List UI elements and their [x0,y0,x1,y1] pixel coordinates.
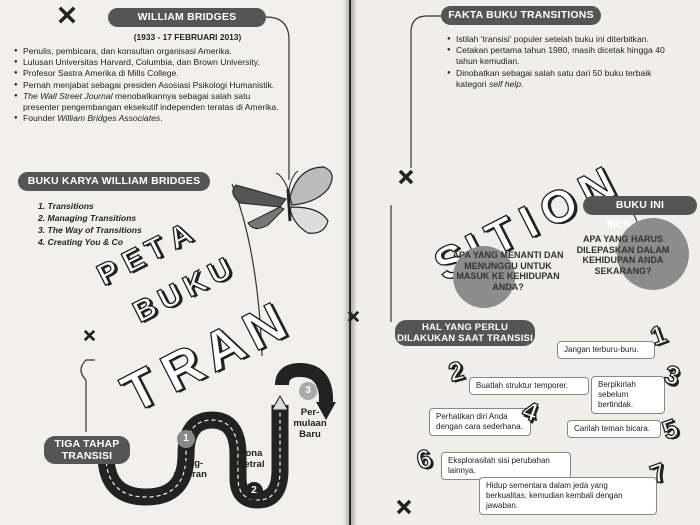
fact-item: Dinobatkan sebagai salah satu dari 50 bu… [447,68,669,90]
todo-item-3: Berpikirlah sebelum bertindak. [591,376,665,414]
right-page: FAKTA BUKU TRANSITIONS Istilah 'transisi… [351,0,700,525]
todo-item-4: Perhatikan diri Anda dengan cara sederha… [429,408,531,436]
books-list: 1. Transitions 2. Managing Transitions 3… [38,200,218,248]
fact-item: Cetakan pertama tahun 1980, masih diceta… [447,45,669,67]
book-item: 2. Managing Transitions [38,213,137,223]
stage-number-2: 2 [245,482,263,500]
books-pill: BUKU KARYA WILLIAM BRIDGES [18,172,210,191]
question-1: APA YANG MENANTI DAN MENUNGGU UNTUK MASU… [452,250,564,292]
x-mark-icon [396,499,412,515]
bio-item: The Wall Street Journal menobatkannya se… [14,91,286,113]
bio-item: Penulis, pembicara, dan konsultan organi… [14,46,286,57]
question-circle-2 [617,218,689,290]
author-pill: WILLIAM BRIDGES [108,8,266,27]
book-item: 1. Transitions [38,201,94,211]
left-page: WILLIAM BRIDGES (1933 - 17 FEBRUARI 2013… [0,0,349,525]
bio-item: Founder William Bridges Associates. [14,113,286,124]
bio-item: Lulusan Universitas Harvard, Columbia, d… [14,57,286,68]
author-bio-list: Penulis, pembicara, dan konsultan organi… [14,46,286,125]
book-item: 3. The Way of Transitions [38,225,142,235]
book-item: 4. Creating You & Co [38,237,123,247]
facts-list: Istilah 'transisi' populer setelah buku … [447,34,669,90]
question-circle-1 [453,246,515,308]
arrow-down-icon [316,402,336,420]
todo-item-6: Eksplorasilah sisi perubahan lainnya. [441,452,571,480]
facts-pill: FAKTA BUKU TRANSITIONS [441,6,601,25]
stage-number-3: 3 [299,382,317,400]
bio-item: Pernah menjabat sebagai presiden Asosias… [14,80,286,91]
author-dates: (1933 - 17 FEBRUARI 2013) [133,32,242,42]
todo-item-2: Buatlah struktur temporer. [469,377,589,395]
fact-item: Istilah 'transisi' populer setelah buku … [447,34,669,45]
stages-road [80,359,336,509]
butterfly-icon [232,166,333,234]
stage-label-1: Peng-akhiran [173,458,207,480]
x-mark-icon [347,310,360,323]
x-mark-icon [83,329,96,342]
bio-item: Profesor Sastra Amerika di Mills College… [14,68,286,79]
x-mark-icon [58,6,76,24]
answers-pill: BUKU INI MENJAWAB: [583,196,697,230]
todo-item-5: Carilah teman bicara. [567,420,661,438]
todo-item-7: Hidup sementara dalam jeda yang berkuali… [479,477,657,515]
stage-number-1: 1 [177,430,195,448]
x-mark-icon [398,169,414,185]
book-gutter [343,0,357,525]
todo-item-1: Jangan terburu-buru. [557,341,655,359]
question-2: APA YANG HARUS DILEPASKAN DALAM KEHIDUPA… [576,234,670,276]
